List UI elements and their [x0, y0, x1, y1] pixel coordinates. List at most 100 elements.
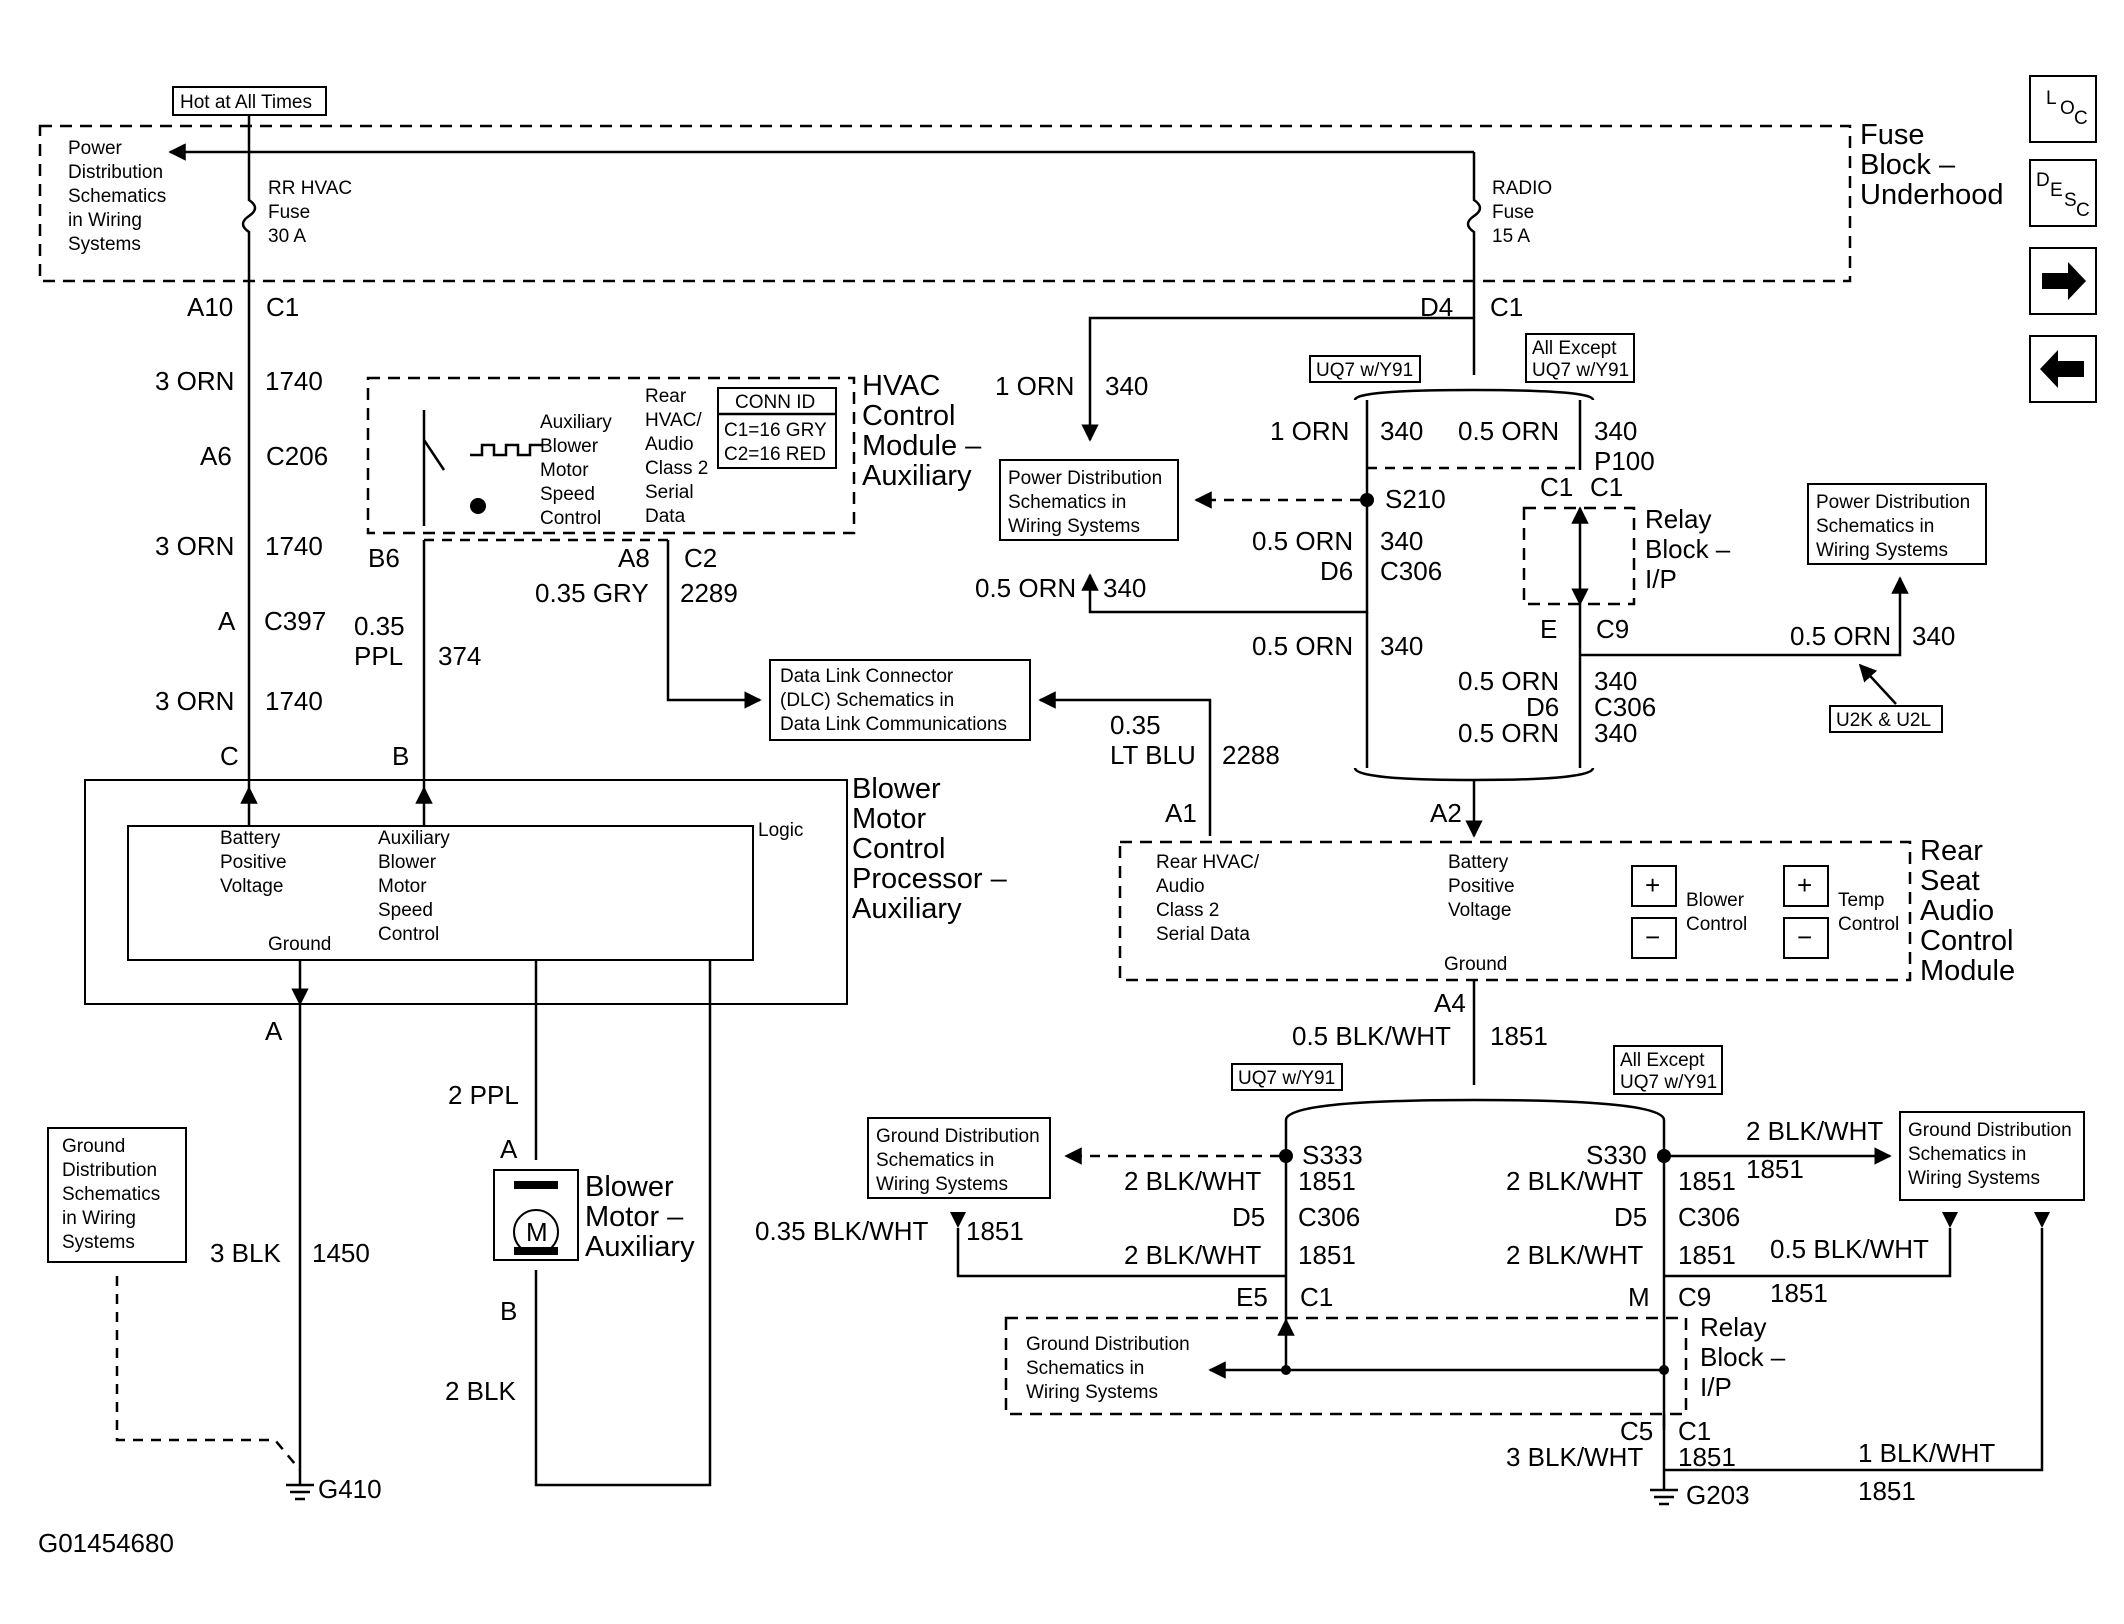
- svg-text:Systems: Systems: [62, 1232, 135, 1253]
- wire-gauge: 0.5 ORN: [1458, 666, 1559, 696]
- rear-seat-battery-label: Battery Positive Voltage: [1448, 852, 1515, 921]
- ground-distribution-note-bottom: Ground Distribution Schematics in Wiring…: [1026, 1334, 1190, 1403]
- ground-label: Ground: [1444, 954, 1507, 975]
- relay-block-ip-bottom-title: Relay Block – I/P: [1700, 1312, 1786, 1402]
- wire-2289: [666, 540, 762, 709]
- wire-circuit: 374: [438, 641, 481, 671]
- wire-circuit: 1851: [1298, 1166, 1356, 1196]
- wire-gauge: 2 BLK: [445, 1376, 516, 1406]
- svg-text:+: +: [1797, 870, 1812, 900]
- wire-circuit: 1740: [265, 366, 323, 396]
- junction-dot: [1281, 1365, 1291, 1375]
- blower-control-label: Blower Control: [1686, 890, 1747, 935]
- power-distribution-note-mid[interactable]: Power Distribution Schematics in Wiring …: [999, 459, 1179, 541]
- svg-text:−: −: [1645, 922, 1660, 952]
- wire-circuit: 1851: [1298, 1240, 1356, 1270]
- svg-text:E: E: [2050, 180, 2063, 201]
- pin-a: A: [218, 606, 236, 636]
- svg-text:Data: Data: [645, 506, 686, 527]
- wire-circuit: 1740: [265, 531, 323, 561]
- rear-seat-module-title: Rear Seat Audio Control Module: [1920, 835, 2015, 987]
- pin-e5: E5: [1236, 1282, 1268, 1312]
- splice-s210-label: S210: [1385, 484, 1446, 514]
- option-brace: [1353, 767, 1595, 782]
- svg-text:Control: Control: [862, 400, 956, 432]
- svg-text:Ground: Ground: [62, 1136, 125, 1157]
- wire-1851-far: [1664, 1228, 2044, 1472]
- svg-text:Schematics in: Schematics in: [1008, 492, 1126, 513]
- svg-text:All Except: All Except: [1620, 1050, 1705, 1071]
- wire-gauge: 2 PPL: [448, 1080, 519, 1110]
- svg-text:Data Link Connector: Data Link Connector: [780, 666, 954, 687]
- prev-page-button[interactable]: [2029, 335, 2097, 403]
- pin-a2: A2: [1430, 798, 1462, 828]
- svg-text:C2=16 RED: C2=16 RED: [724, 444, 826, 465]
- wire-circuit: 1851: [966, 1216, 1024, 1246]
- rear-seat-module-outline: [1118, 840, 1912, 982]
- ground-distribution-note-left-mid[interactable]: Ground Distribution Schematics in Wiring…: [867, 1117, 1051, 1199]
- dlc-schematics-box[interactable]: Data Link Connector (DLC) Schematics in …: [769, 659, 1031, 741]
- svg-text:Speed: Speed: [540, 484, 595, 505]
- next-page-button[interactable]: [2029, 247, 2097, 315]
- svg-text:C1=16 GRY: C1=16 GRY: [724, 420, 827, 441]
- svg-text:UQ7 w/Y91: UQ7 w/Y91: [1238, 1068, 1335, 1089]
- svg-text:Distribution: Distribution: [62, 1160, 157, 1181]
- relay-block-ip-title: Relay Block – I/P: [1645, 504, 1731, 594]
- svg-text:CONN ID: CONN ID: [735, 392, 815, 413]
- u2k-option-tag: U2K & U2L: [1829, 705, 1943, 733]
- pin-a10: A10: [187, 292, 233, 322]
- svg-text:Systems: Systems: [68, 234, 141, 255]
- svg-text:Control: Control: [540, 508, 601, 529]
- wire-gauge: 0.35: [1110, 710, 1161, 740]
- wire-gauge: 0.5 BLK/WHT: [1292, 1021, 1451, 1051]
- wire-2blk: [534, 960, 712, 1487]
- pin-c: C: [220, 741, 239, 771]
- svg-text:Voltage: Voltage: [220, 876, 283, 897]
- svg-text:Auxiliary: Auxiliary: [540, 412, 612, 433]
- rr-hvac-fuse-symbol: [241, 152, 257, 300]
- svg-text:Block –: Block –: [1645, 534, 1731, 564]
- svg-text:Rear: Rear: [645, 386, 687, 407]
- connector-c306: C306: [1678, 1202, 1740, 1232]
- svg-text:Speed: Speed: [378, 900, 433, 921]
- splice-s330-label: S330: [1586, 1140, 1647, 1170]
- wire-gauge: 2 BLK/WHT: [1506, 1166, 1643, 1196]
- wire-circuit: 1851: [1858, 1476, 1916, 1506]
- junction-dot: [1659, 1365, 1669, 1375]
- ground-distribution-note-left[interactable]: Ground Distribution Schematics in Wiring…: [47, 1127, 187, 1263]
- svg-text:Motor: Motor: [378, 876, 427, 897]
- wire-340-pd: [1081, 316, 1474, 442]
- pin-d6: D6: [1320, 556, 1353, 586]
- pin-c5: C5: [1620, 1416, 1653, 1446]
- wire-circuit: 340: [1594, 416, 1637, 446]
- rr-hvac-fuse-label: RR HVAC Fuse 30 A: [268, 178, 352, 247]
- svg-text:Serial Data: Serial Data: [1156, 924, 1250, 945]
- temp-down-button[interactable]: −: [1783, 917, 1829, 959]
- ground-distribution-note-right-mid[interactable]: Ground Distribution Schematics in Wiring…: [1899, 1111, 2085, 1201]
- pin-d5: D5: [1232, 1202, 1265, 1232]
- svg-text:All Except: All Except: [1532, 338, 1617, 359]
- uq7-option-tag: UQ7 w/Y91: [1309, 355, 1421, 383]
- radio-fuse-label: RADIO Fuse 15 A: [1492, 178, 1552, 247]
- power-distribution-note-right[interactable]: Power Distribution Schematics in Wiring …: [1807, 483, 1987, 565]
- svg-text:U2K & U2L: U2K & U2L: [1836, 710, 1931, 731]
- svg-text:Wiring Systems: Wiring Systems: [876, 1174, 1008, 1195]
- ground-g203: G203: [1686, 1480, 1750, 1510]
- connector-c1: C1: [1540, 472, 1573, 502]
- svg-text:in Wiring: in Wiring: [62, 1208, 136, 1229]
- temp-up-button[interactable]: +: [1783, 865, 1829, 907]
- wire-gauge: 3 BLK: [210, 1238, 281, 1268]
- pin-d6: D6: [1526, 692, 1559, 722]
- svg-text:Battery: Battery: [1448, 852, 1509, 873]
- hvac-module-speed-label: Auxiliary Blower Motor Speed Control: [540, 412, 612, 529]
- svg-text:Rear HVAC/: Rear HVAC/: [1156, 852, 1260, 873]
- svg-text:Control: Control: [1686, 914, 1747, 935]
- blower-up-button[interactable]: +: [1631, 865, 1677, 907]
- svg-text:Blower: Blower: [1686, 890, 1745, 911]
- blower-down-button[interactable]: −: [1631, 917, 1677, 959]
- svg-text:Positive: Positive: [220, 852, 287, 873]
- pin-b6: B6: [368, 543, 400, 573]
